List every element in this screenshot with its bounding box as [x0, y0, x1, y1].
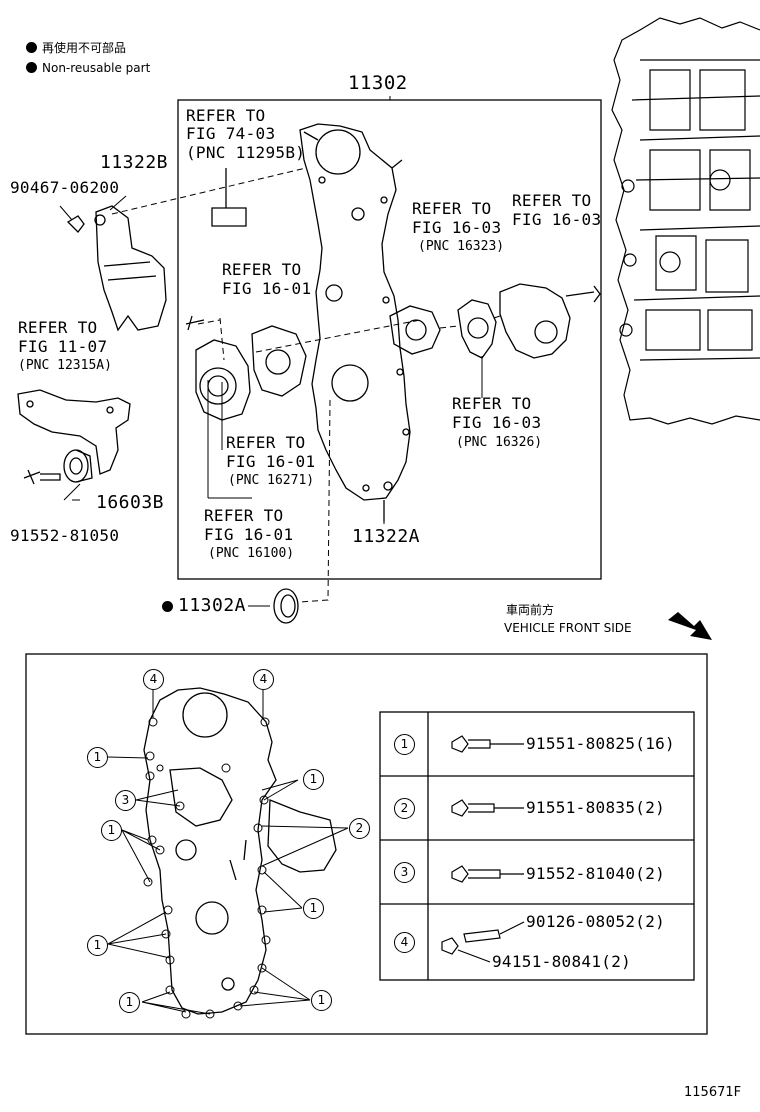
label-tag [211, 207, 247, 227]
refer-fig-16-01-low-line1[interactable]: REFER TO [204, 506, 284, 525]
legend-non-reusable-jp: 再使用不可部品 [26, 42, 126, 54]
callout-1-c[interactable]: 1 [101, 820, 122, 841]
part-11302A-label[interactable]: 11302A [162, 597, 246, 615]
table-row-3-part[interactable]: 91552-81040(2) [526, 864, 666, 883]
table-row-2-part[interactable]: 91551-80835(2) [526, 798, 666, 817]
refer-fig-74-03-line1[interactable]: REFER TO [186, 106, 266, 125]
callout-1-f[interactable]: 1 [119, 992, 140, 1013]
callout-1-a[interactable]: 1 [87, 747, 108, 768]
water-pump-gasket [457, 299, 497, 359]
water-pump-housing [499, 283, 601, 359]
refer-fig-74-03-line2[interactable]: FIG 74-03 [186, 124, 276, 143]
oil-seal-11302A [273, 588, 299, 624]
refer-fig-11-07-line1[interactable]: REFER TO [18, 318, 98, 337]
detail-bolt-holes [143, 717, 271, 1019]
refer-fig-16-03-c-line1[interactable]: REFER TO [452, 394, 532, 413]
table-row-1-part[interactable]: 91551-80825(16) [526, 734, 675, 753]
non-reusable-dot-icon [26, 42, 37, 53]
vehicle-front-jp: 車両前方 [506, 603, 555, 617]
non-reusable-dot-icon [26, 62, 37, 73]
timing-cover-11302 [299, 123, 411, 501]
refer-fig-16-03-b-line2[interactable]: FIG 16-03 [512, 210, 602, 229]
table-row-3-number: 3 [394, 862, 415, 883]
table-row-2-number: 2 [394, 798, 415, 819]
bolt-drawings [441, 735, 525, 963]
part-16603B-label[interactable]: 16603B [96, 492, 165, 513]
water-pump-gasket-16271 [251, 325, 307, 397]
callout-1-e[interactable]: 1 [87, 935, 108, 956]
callout-1-b[interactable]: 1 [303, 769, 324, 790]
callout-4-right[interactable]: 4 [253, 669, 274, 690]
table-row-4-number: 4 [394, 932, 415, 953]
refer-fig-16-01-top-line2[interactable]: FIG 16-01 [222, 279, 312, 298]
refer-fig-16-01-low-line2[interactable]: FIG 16-01 [204, 525, 294, 544]
table-row-4-part-a[interactable]: 90126-08052(2) [526, 912, 666, 931]
part-90467-label[interactable]: 90467-06200 [10, 178, 120, 197]
refer-fig-16-03-b-line1[interactable]: REFER TO [512, 191, 592, 210]
refer-fig-11-07-line3[interactable]: (PNC 12315A) [18, 358, 112, 373]
engine-block-outline [611, 17, 760, 425]
part-91552-81050-label[interactable]: 91552-81050 [10, 526, 120, 545]
front-direction-arrow [668, 612, 712, 640]
refer-fig-16-03-a-line1[interactable]: REFER TO [412, 199, 492, 218]
callout-2[interactable]: 2 [349, 818, 370, 839]
inlet-housing [389, 305, 441, 355]
part-11302-label[interactable]: 11302 [348, 72, 408, 94]
bolt-table-grid [379, 711, 695, 981]
refer-fig-11-07-line2[interactable]: FIG 11-07 [18, 337, 108, 356]
legend-non-reusable-en: Non-reusable part [26, 62, 150, 74]
detail-leader-lines [107, 690, 349, 1015]
refer-fig-16-01-mid-line2[interactable]: FIG 16-01 [226, 452, 316, 471]
idler-pulley-16603B [63, 449, 93, 483]
callout-1-g[interactable]: 1 [311, 990, 332, 1011]
refer-fig-16-03-c-line3[interactable]: (PNC 16326) [456, 435, 543, 450]
table-row-1-number: 1 [394, 734, 415, 755]
callout-4-left[interactable]: 4 [143, 669, 164, 690]
refer-fig-74-03-line3[interactable]: (PNC 11295B) [186, 143, 306, 162]
part-11322B-label[interactable]: 11322B [100, 152, 169, 173]
figure-id: 115671F [684, 1085, 742, 1100]
non-reusable-dot-icon [162, 601, 173, 612]
refer-fig-16-01-mid-line3[interactable]: (PNC 16271) [228, 473, 315, 488]
vehicle-front-en: VEHICLE FRONT SIDE [504, 621, 632, 635]
table-row-4-part-b[interactable]: 94151-80841(2) [492, 952, 632, 971]
part-11322A-label[interactable]: 11322A [352, 526, 421, 547]
refer-fig-16-03-a-line2[interactable]: FIG 16-03 [412, 218, 502, 237]
detail-cover-outline [143, 687, 337, 1015]
callout-1-d[interactable]: 1 [303, 898, 324, 919]
refer-fig-16-01-low-line3[interactable]: (PNC 16100) [208, 546, 295, 561]
detail-frame [25, 653, 708, 1035]
bracket-12315A [17, 389, 131, 475]
callout-3[interactable]: 3 [115, 790, 136, 811]
water-pump-16100 [195, 339, 251, 421]
refer-fig-16-03-a-line3[interactable]: (PNC 16323) [418, 239, 505, 254]
bracket-11322B [94, 205, 167, 332]
refer-fig-16-01-top-line1[interactable]: REFER TO [222, 260, 302, 279]
refer-fig-16-01-mid-line1[interactable]: REFER TO [226, 433, 306, 452]
refer-fig-16-03-c-line2[interactable]: FIG 16-03 [452, 413, 542, 432]
